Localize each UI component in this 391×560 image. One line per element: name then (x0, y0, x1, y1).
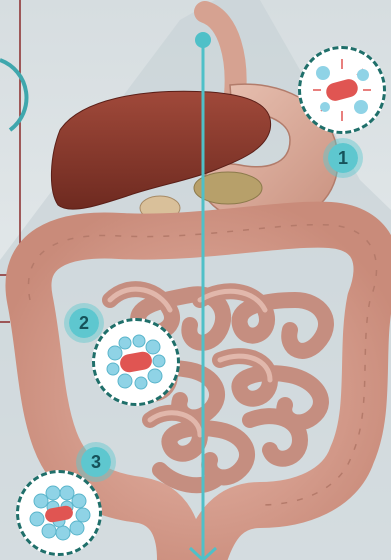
step-marker-3-label: 3 (91, 452, 101, 473)
pill-dissolving-badge (298, 46, 386, 134)
guide-line-start-dot (195, 32, 211, 48)
pill-particles-badge (92, 318, 180, 406)
pill-particles-icon (95, 321, 177, 403)
step-marker-3: 3 (76, 442, 116, 482)
pill-dissolving-icon (301, 49, 383, 131)
pill-coated-badge (16, 470, 102, 556)
step-marker-1-label: 1 (338, 148, 348, 169)
step-marker-2: 2 (64, 303, 104, 343)
step-marker-2-label: 2 (79, 313, 89, 334)
pill-coated-icon (19, 473, 99, 553)
step-marker-1: 1 (323, 138, 363, 178)
